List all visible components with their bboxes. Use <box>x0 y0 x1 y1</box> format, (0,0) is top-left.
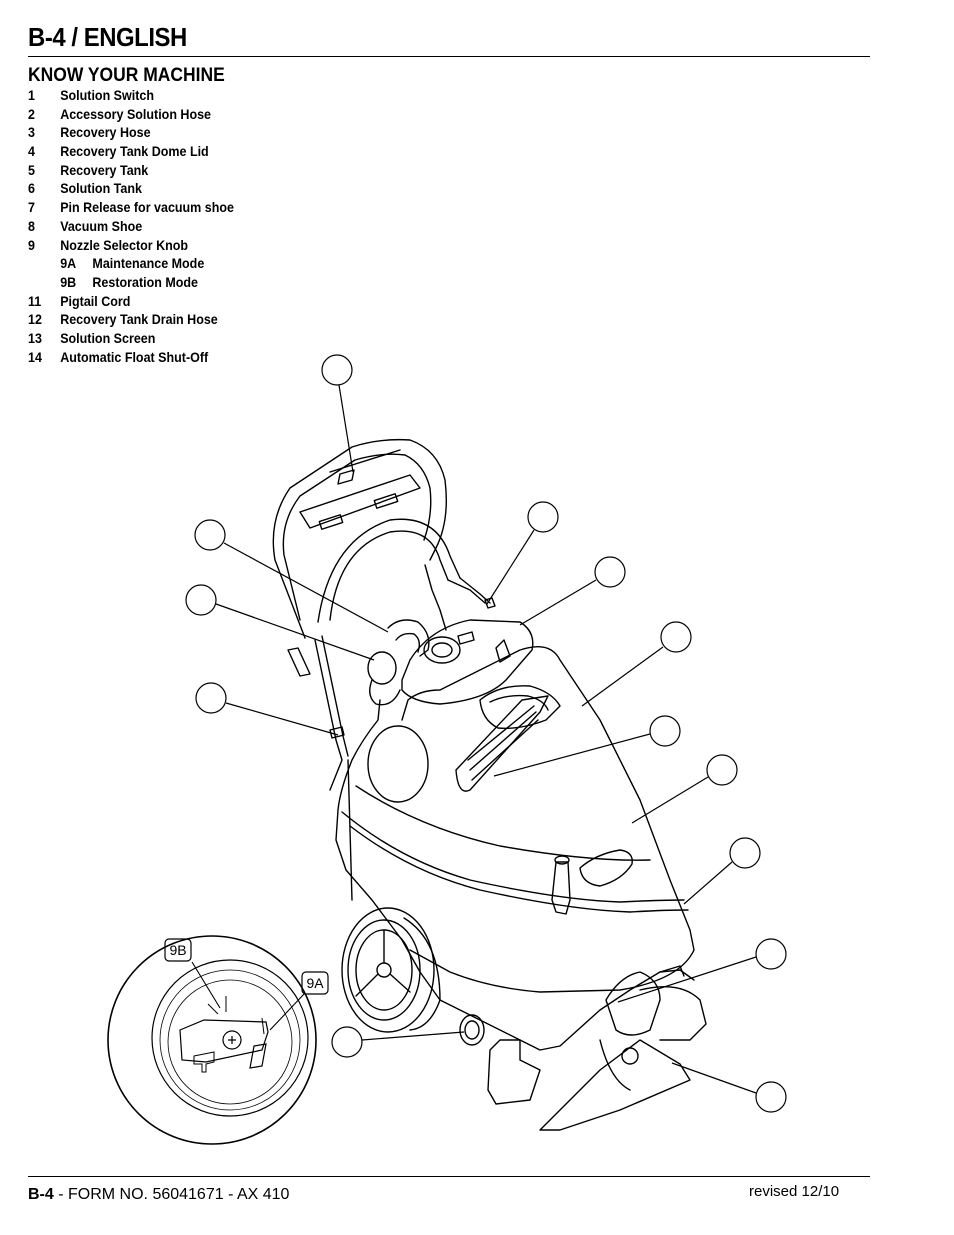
handle-tube <box>287 635 349 791</box>
hose-arc <box>317 518 496 631</box>
callout-circle <box>594 556 626 588</box>
callout-circle <box>185 584 217 616</box>
footer-revised: revised 12/10 <box>749 1183 840 1200</box>
recovery-hose-elbow <box>367 619 430 706</box>
solution-screen <box>455 695 549 792</box>
header-rule <box>28 56 870 57</box>
footer-form-number: B-4 - FORM NO. 56041671 - AX 410 <box>28 1186 289 1204</box>
callout-circle <box>331 1026 363 1058</box>
callout-circle <box>755 1081 787 1113</box>
callout-circle <box>321 354 353 386</box>
section-title: KNOW YOUR MACHINE <box>28 65 225 86</box>
callouts <box>185 354 787 1113</box>
callout-9a-label: 9A <box>306 975 324 991</box>
vacuum-shoe <box>439 965 707 1131</box>
callout-circle <box>755 938 787 970</box>
callout-circle <box>660 621 692 653</box>
page-title: B-4 / ENGLISH <box>28 22 187 52</box>
callout-circle <box>194 519 226 551</box>
handle-outline <box>272 438 447 639</box>
footer-page-ref: B-4 <box>28 1186 54 1203</box>
machine-body <box>335 646 695 1001</box>
footer-form-text: - FORM NO. 56041671 - AX 410 <box>53 1186 290 1203</box>
callout-circle <box>527 501 559 533</box>
recovery-tank-lid <box>401 619 534 705</box>
callout-circle <box>195 682 227 714</box>
drain-hose <box>551 855 571 915</box>
callout-9b-label: 9B <box>169 942 186 958</box>
callout-circle <box>649 715 681 747</box>
callout-circle <box>706 754 738 786</box>
nozzle-selector-knob <box>459 1014 485 1046</box>
callout-circle <box>729 837 761 869</box>
footer-rule <box>28 1176 870 1177</box>
wheel <box>341 907 441 1033</box>
knob-detail-inset <box>107 935 329 1145</box>
